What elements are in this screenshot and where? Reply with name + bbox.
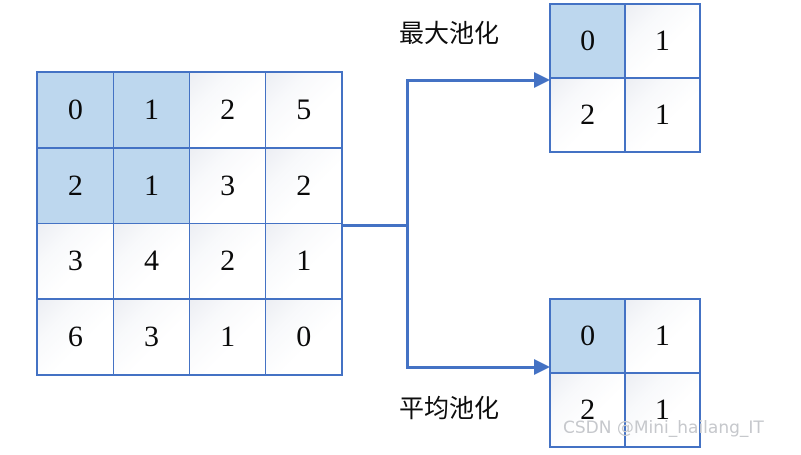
input-cell-r3-c1: 3 <box>114 299 189 374</box>
connector-stub <box>341 224 409 227</box>
input-cell-r1-c2: 3 <box>190 148 265 223</box>
input-cell-r3-c3: 0 <box>266 299 341 374</box>
input-cell-r3-c0: 6 <box>38 299 113 374</box>
input-cell-r2-c1: 4 <box>114 224 189 299</box>
input-cell-r1-c1: 1 <box>114 148 189 223</box>
input-cell-r0-c2: 2 <box>190 73 265 148</box>
avg-output-cell-r0-c0: 0 <box>551 300 625 373</box>
max-output-cell-r1-c1: 1 <box>625 78 699 151</box>
input-cell-r1-c0: 2 <box>38 148 113 223</box>
connector-vertical-trunk <box>406 79 409 369</box>
connector-to-max-pool <box>406 79 534 82</box>
average-pooling-label: 平均池化 <box>399 394 500 423</box>
input-cell-r2-c3: 1 <box>266 224 341 299</box>
max-output-cell-r0-c1: 1 <box>625 5 699 78</box>
input-cell-r0-c0: 0 <box>38 73 113 148</box>
input-cell-r0-c1: 1 <box>114 73 189 148</box>
avg-output-cell-r1-c0: 2 <box>551 373 625 446</box>
arrowhead-avg-pool-icon <box>534 359 550 375</box>
input-cell-r2-c0: 3 <box>38 224 113 299</box>
avg-output-cell-r0-c1: 1 <box>625 300 699 373</box>
max-output-cell-r1-c0: 2 <box>551 78 625 151</box>
avg-output-cell-r1-c1: 1 <box>625 373 699 446</box>
arrowhead-max-pool-icon <box>534 72 550 88</box>
connector-to-avg-pool <box>406 366 534 369</box>
input-cell-r2-c2: 2 <box>190 224 265 299</box>
max-output-cell-r0-c0: 0 <box>551 5 625 78</box>
input-cell-r1-c3: 2 <box>266 148 341 223</box>
input-cell-r0-c3: 5 <box>266 73 341 148</box>
input-cell-r3-c2: 1 <box>190 299 265 374</box>
max-pooling-label: 最大池化 <box>399 19 500 48</box>
